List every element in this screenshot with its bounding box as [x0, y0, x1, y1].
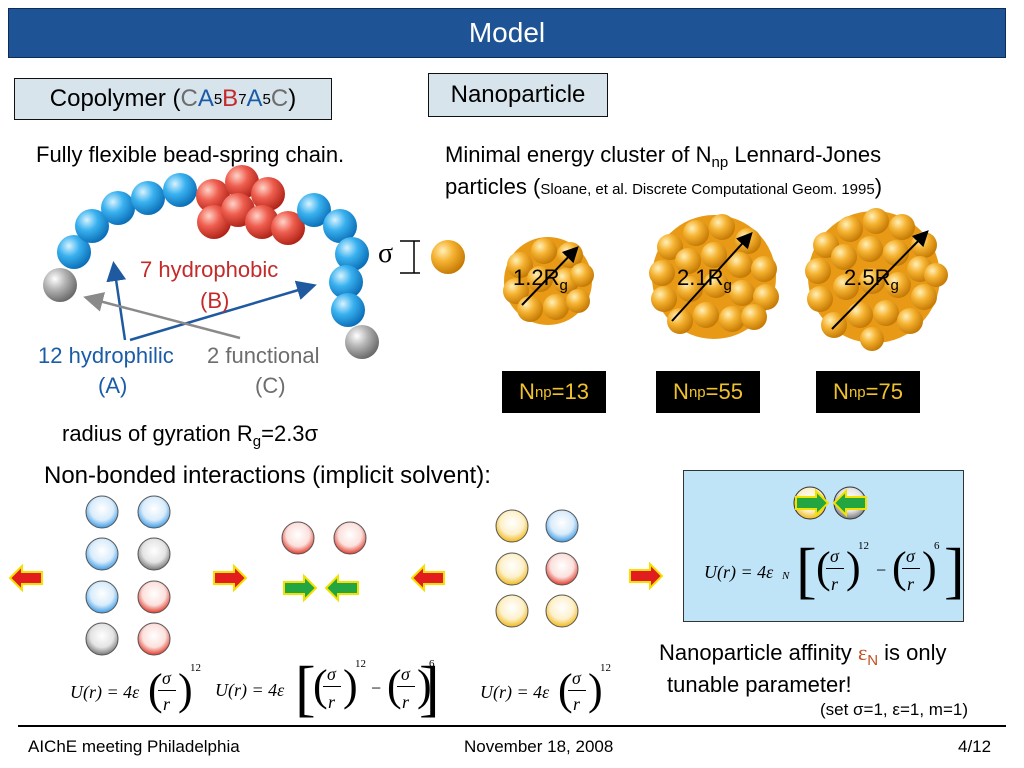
footer-date: November 18, 2008 [464, 737, 614, 756]
hydrophilic-letter: (A) [98, 373, 128, 398]
interaction-diagrams [8, 495, 664, 656]
cluster-size-label: 1.2Rg [513, 265, 568, 294]
hydrophilic-pointer-arrow [106, 261, 127, 341]
hydrophilic-bead [335, 237, 369, 271]
hydrophilic-bead [331, 293, 365, 327]
footer-divider [18, 725, 1006, 727]
footer-page-number: 4/12 [958, 737, 992, 756]
hydrophilic-bead [75, 209, 109, 243]
hydrophilic-bead [101, 191, 135, 225]
units-note: (set σ=1, ε=1, m=1) [820, 700, 968, 719]
hydrophilic-bead [329, 265, 363, 299]
hydrophobic-letter: (B) [200, 288, 230, 313]
hydrophobic-label: 7 hydrophobic [140, 257, 279, 282]
sigma-symbol: σ [378, 238, 394, 269]
cluster-75 [805, 208, 948, 351]
hydrophobic-bead [271, 211, 305, 245]
cluster-size-label: 2.5Rg [844, 265, 899, 294]
footer-event: AIChE meeting Philadelphia [28, 737, 240, 756]
hydrophobic-bead [225, 165, 259, 199]
cluster-description-line2: particles (Sloane, et al. Discrete Compu… [445, 174, 883, 199]
hydrophilic-bead [57, 235, 91, 269]
hydrophilic-pointer-arrow [129, 280, 317, 342]
hydrophobic-bead [251, 177, 285, 211]
hydrophilic-beads-left [43, 173, 197, 302]
attraction-arrow-right [283, 573, 318, 603]
repulsion-arrow-right [629, 561, 664, 591]
hydrophobic-beads [196, 165, 305, 245]
functional-pointer-arrow [83, 292, 241, 340]
radius-of-gyration: radius of gyration Rg=2.3σ [62, 421, 319, 450]
hydrophobic-bead [245, 205, 279, 239]
hydrophilic-bead [163, 173, 197, 207]
nanoparticle-bead [431, 240, 465, 274]
nonbonded-heading: Non-bonded interactions (implicit solven… [44, 462, 491, 489]
nanoparticle-clusters [503, 208, 948, 351]
hydrophilic-bead [131, 181, 165, 215]
cluster-13 [503, 237, 594, 325]
functional-bead [43, 268, 77, 302]
copolymer-label: Copolymer ( [49, 85, 181, 112]
nanoparticle-box: Nanoparticle [428, 73, 608, 117]
hydrophilic-label: 12 hydrophilic [38, 343, 174, 368]
polymer-chain-diagram [43, 165, 379, 359]
hydrophilic-beads-right [297, 193, 379, 359]
cluster-55 [649, 214, 779, 339]
cluster-size-label: 2.1Rg [677, 265, 732, 294]
repulsion-arrow-left [8, 563, 43, 593]
hydrophobic-bead [196, 179, 230, 213]
hydrophilic-bead [297, 193, 331, 227]
cluster-description-line1: Minimal energy cluster of Nnp Lennard-Jo… [445, 142, 882, 171]
slide-title: Model [8, 8, 1006, 58]
repulsion-arrow-left [410, 563, 445, 593]
repulsion-arrow-right [213, 563, 248, 593]
attraction-arrow-left [324, 573, 359, 603]
hydrophilic-bead [323, 209, 357, 243]
np-attraction-icon [793, 486, 867, 520]
functional-bead [345, 325, 379, 359]
affinity-line2: tunable parameter! [667, 672, 852, 697]
affinity-line1: Nanoparticle affinity εN is only [659, 640, 947, 669]
functional-letter: (C) [255, 373, 286, 398]
sigma-bead-diagram [400, 240, 465, 274]
functional-label: 2 functional [207, 343, 320, 368]
chain-description: Fully flexible bead-spring chain. [36, 142, 345, 167]
